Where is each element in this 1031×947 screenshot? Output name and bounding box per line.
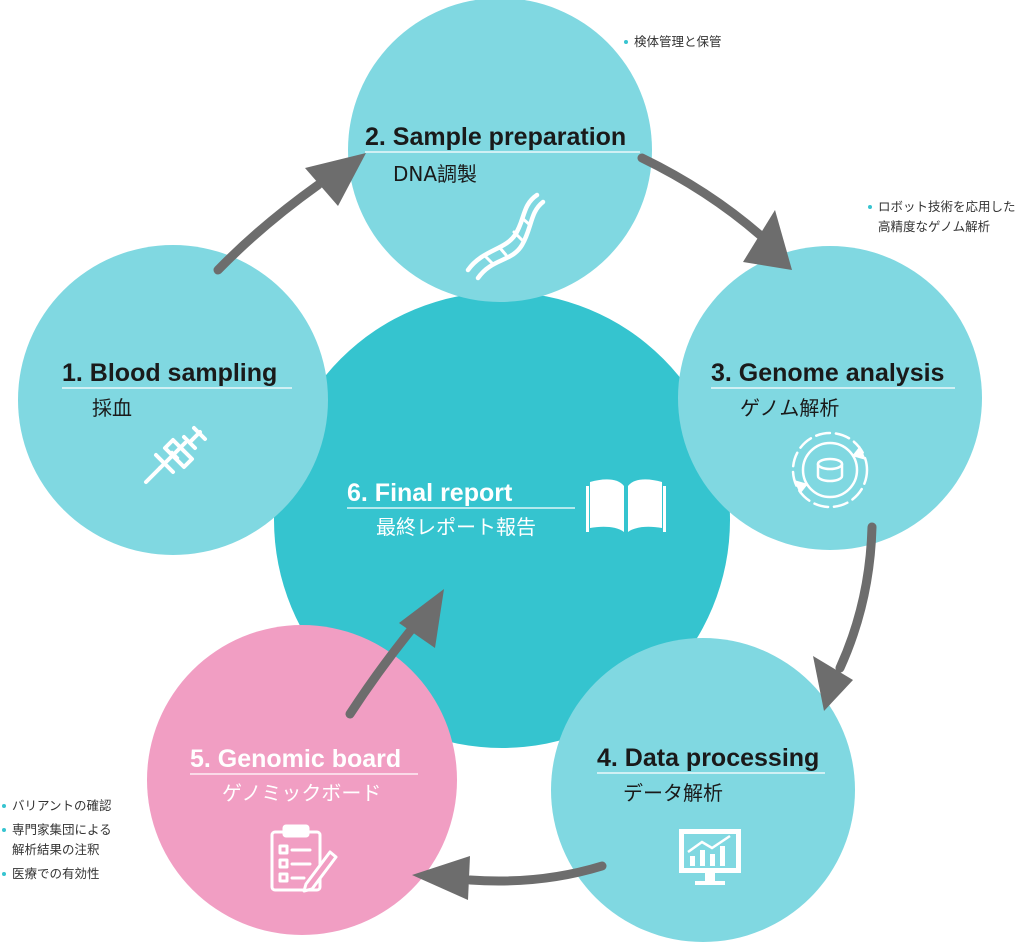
arrow-2-to-3 — [637, 153, 792, 270]
data-processing-circle — [551, 638, 855, 942]
board-note-3: 解析結果の注釈 — [12, 842, 100, 857]
step-6-title: 6. Final report — [347, 479, 513, 507]
monitor-chart-icon — [679, 829, 741, 885]
final-report-circle — [274, 292, 730, 748]
step-2-title: 2. Sample preparation — [365, 123, 626, 151]
step-3-subtitle: ゲノム解析 — [740, 396, 839, 420]
sequencer-cycle-icon — [791, 431, 869, 509]
genome-analysis-circle — [678, 246, 982, 550]
arrow-4-to-5 — [412, 856, 607, 900]
board-notes: バリアントの確認 専門家集団による 解析結果の注釈 医療での有効性 — [2, 796, 112, 884]
step-6-subtitle: 最終レポート報告 — [376, 515, 536, 539]
step-4-title: 4. Data processing — [597, 744, 819, 772]
board-note-1: バリアントの確認 — [2, 796, 112, 816]
arrow-3-to-4 — [813, 522, 877, 711]
clipboard-checklist-icon — [270, 824, 338, 893]
step-1-subtitle: 採血 — [92, 396, 132, 420]
step-4-subtitle: データ解析 — [623, 781, 723, 805]
sample-note-1: 検体管理と保管 — [624, 32, 722, 52]
syringe-icon — [144, 426, 207, 484]
step-3-title: 3. Genome analysis — [711, 359, 944, 387]
arrow-1-to-2 — [213, 153, 366, 275]
step-2-subtitle: DNA調製 — [393, 162, 477, 186]
board-note-4: 医療での有効性 — [2, 864, 112, 884]
step-5-subtitle: ゲノミックボード — [222, 781, 381, 805]
open-book-icon — [586, 479, 666, 532]
sample-notes: 検体管理と保管 — [624, 32, 722, 52]
genome-note-2: 高精度なゲノム解析 — [878, 219, 991, 234]
step-5-title: 5. Genomic board — [190, 745, 401, 773]
sample-preparation-circle — [348, 0, 652, 302]
dna-icon — [465, 192, 546, 281]
step-1-title: 1. Blood sampling — [62, 359, 277, 387]
genome-notes: ロボット技術を応用した 高精度なゲノム解析 — [868, 197, 1016, 237]
blood-sampling-circle — [18, 245, 328, 555]
genome-note-1: ロボット技術を応用した — [868, 197, 1016, 217]
genomic-board-circle — [147, 625, 457, 935]
arrow-5-to-6 — [345, 589, 444, 719]
board-note-2: 専門家集団による — [2, 820, 112, 840]
